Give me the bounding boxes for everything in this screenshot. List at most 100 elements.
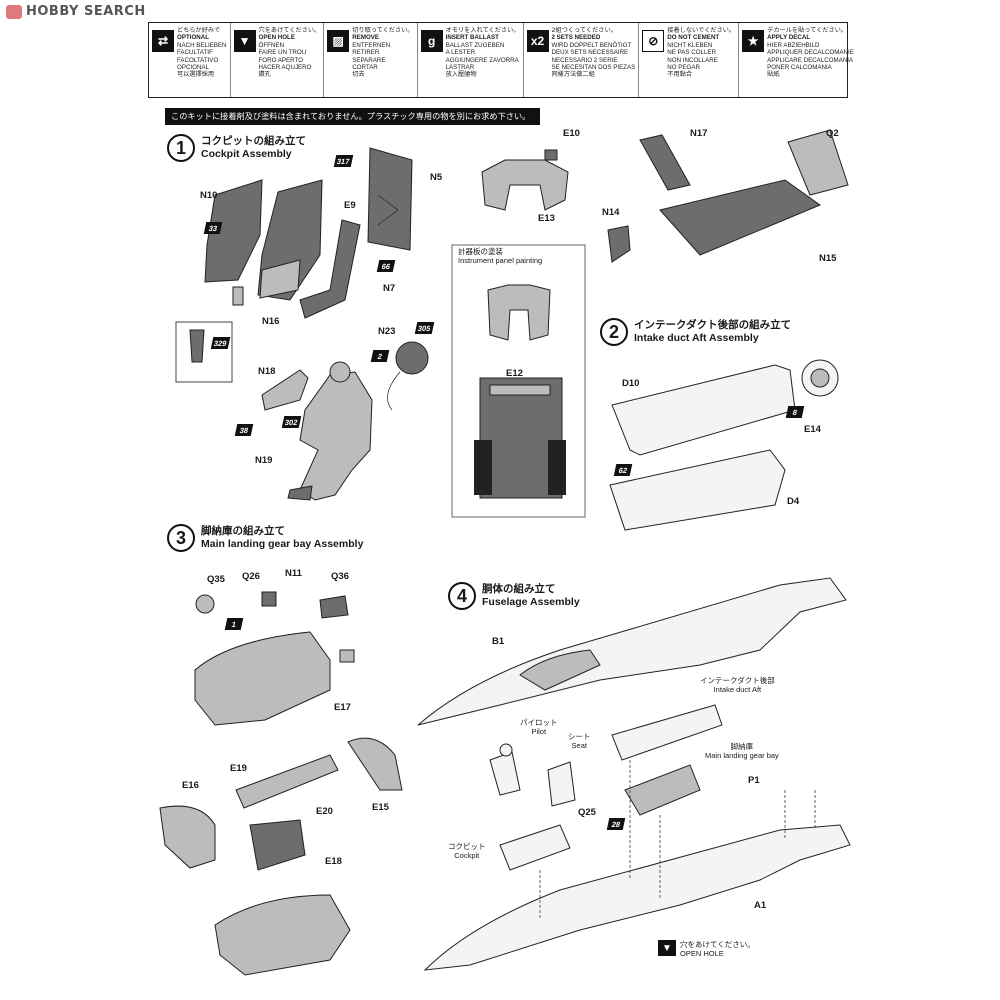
caption-cockpit: コクピット Cockpit — [448, 842, 486, 860]
step-1-title-jp: コクピットの組み立て — [201, 135, 306, 147]
legend-jp: 穴をあけてください。 — [258, 27, 321, 34]
remove-icon: ▨ — [327, 30, 350, 52]
part-label: 1 — [224, 618, 244, 630]
instrument-panel-e13 — [481, 149, 569, 211]
part-label: E10 — [563, 128, 580, 139]
caption-bay-jp: 脚納庫 — [730, 742, 754, 751]
part-label: E13 — [538, 213, 555, 224]
fuselage-a1 — [423, 824, 851, 971]
part-label: E19 — [230, 763, 247, 774]
legend-jp: 2組つくってください。 — [551, 27, 617, 34]
legend-line: INSERT BALLAST — [445, 34, 499, 42]
brand-text: HOBBY SEARCH — [26, 4, 146, 19]
step-3-header: 3 脚納庫の組み立て Main landing gear bay Assembl… — [167, 524, 363, 552]
legend-line: DO NOT CEMENT — [667, 34, 720, 42]
part-label: N19 — [255, 455, 273, 466]
part-label: E9 — [344, 200, 356, 211]
legend-line: BALLAST ZUGEBEN — [445, 41, 505, 49]
part-label: E14 — [804, 424, 821, 435]
part-label: N11 — [285, 568, 302, 579]
pilot-figure-n19 — [287, 361, 373, 501]
legend-line: ÖFFNEN — [258, 41, 284, 49]
part-label: D4 — [787, 496, 800, 507]
legend-line: WIRD DOPPELT BENÖTIGT — [551, 41, 632, 49]
legend-line: APPLY DECAL — [767, 34, 811, 42]
part-label: Q2 — [826, 128, 839, 139]
part-label: E17 — [334, 702, 351, 713]
landing-bay-sub — [624, 764, 701, 816]
legend-line: 可以選擇採用 — [177, 71, 215, 79]
caption-landing-bay: 脚納庫 Main landing gear bay — [705, 742, 779, 760]
legend-line: A LESTER — [445, 49, 476, 57]
inset-title-en: Instrument panel painting — [458, 256, 543, 265]
assembly-leaders — [539, 760, 816, 920]
legend-line: SE NECESITAN DOS PIEZAS — [551, 64, 636, 72]
part-label: B1 — [492, 636, 505, 647]
legend-line: APPLIQUER DECALCOMANIE — [767, 49, 854, 57]
step-4-number: 4 — [448, 582, 476, 610]
legend-line: HIER ABZIEHBILD — [767, 41, 820, 49]
caption-pilot-jp: パイロット — [520, 718, 558, 727]
intake-duct-d10 — [609, 359, 839, 531]
legend-line: REMOVE — [352, 34, 380, 42]
cockpit-sub — [499, 824, 571, 871]
part-label: E18 — [325, 856, 342, 867]
bay-e17-top — [194, 591, 355, 726]
legend-line: 切去 — [352, 71, 365, 79]
intake-duct-aft-sub — [611, 704, 723, 761]
notice-bar: このキットに接着剤及び塗料は含まれておりません。プラスチック専用の物を別にお求め… — [165, 108, 540, 125]
step-2-number: 2 — [600, 318, 628, 346]
open-hole-icon: ▼ — [233, 30, 256, 52]
legend-jp: 接着しないでください。 — [667, 27, 736, 34]
part-label: E12 — [506, 368, 523, 379]
part-label: N16 — [262, 316, 280, 327]
seat-sub — [547, 761, 576, 807]
inset-title: 計器板の塗装 Instrument panel painting — [458, 247, 542, 265]
seat-e9 — [257, 179, 323, 301]
step-2-header: 2 インテークダクト後部の組み立て Intake duct Aft Assemb… — [600, 318, 791, 346]
caption-intake-jp: インテークダクト後部 — [700, 676, 775, 685]
legend-line: FACULTATIF — [177, 49, 213, 57]
legend-jp: オモリを入れてください。 — [445, 27, 520, 34]
part-label: Q26 — [242, 571, 260, 582]
legend-line: CORTAR — [352, 64, 378, 72]
part-label: A1 — [754, 900, 767, 911]
step-1-number: 1 — [167, 134, 195, 162]
cockpit-tub-e12 — [607, 129, 849, 263]
legend-line: NECESSARIO 2 SERIE — [551, 56, 618, 64]
legend-line: LASTRAR — [445, 64, 475, 72]
part-label: 305 — [414, 322, 434, 334]
part-label: N18 — [258, 366, 276, 377]
step-4-title-en: Fuselage Assembly — [482, 596, 580, 608]
legend-line: OPCIONAL — [177, 64, 209, 72]
arm-n18 — [261, 369, 309, 411]
legend-line: AGGIUNGERE ZAVORRA — [445, 56, 519, 64]
harness-inset — [175, 321, 233, 383]
part-label: N10 — [200, 190, 218, 201]
legend-line: RETIRER — [352, 49, 380, 57]
legend-line: FACOLTATIVO — [177, 56, 219, 64]
caption-seat-en: Seat — [571, 741, 587, 750]
legend-line: NICHT KLEBEN — [667, 41, 713, 49]
legend-line: NO PEGAR — [667, 64, 700, 72]
x2-icon: x2 — [526, 30, 549, 52]
legend-jp: デカールを貼ってください。 — [767, 27, 848, 34]
legend-line: 貼紙 — [767, 71, 780, 79]
open-hole-icon: ▼ — [658, 940, 676, 956]
part-label: N7 — [383, 283, 396, 294]
legend-line: NE PAS COLLER — [667, 49, 716, 57]
helmet-n23 — [387, 341, 429, 411]
part-label: 66 — [376, 260, 396, 272]
step-1-title-en: Cockpit Assembly — [201, 148, 292, 160]
part-label: Q36 — [331, 571, 349, 582]
step-3-title-jp: 脚納庫の組み立て — [201, 525, 285, 537]
legend-line: ENTFERNEN — [352, 41, 391, 49]
legend-line: 同樣方法做二組 — [551, 71, 595, 79]
part-label: 38 — [234, 424, 254, 436]
